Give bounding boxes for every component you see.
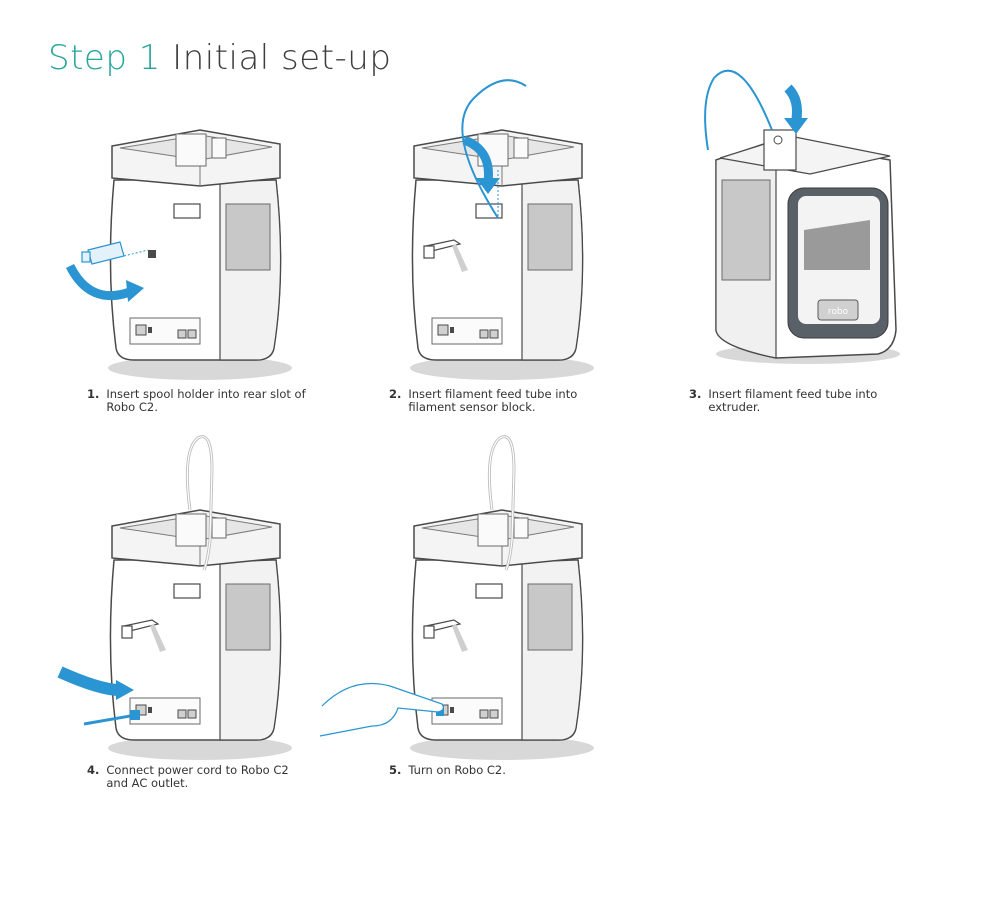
step-number-label: 1. [87, 387, 100, 401]
step-title: Initial set-up [172, 38, 392, 78]
step-5-caption: 5. Turn on Robo C2. [389, 764, 608, 777]
step-number-label: 2. [389, 387, 402, 401]
step-instruction: Turn on Robo C2. [408, 763, 506, 777]
step-instruction: Insert spool holder into rear slot of Ro… [106, 387, 306, 414]
step-5-illustration [319, 435, 602, 761]
step-1-caption: 1. Insert spool holder into rear slot of… [87, 388, 306, 414]
step-2-caption: 2. Insert filament feed tube into filame… [389, 388, 608, 414]
robo-logo: robo [828, 307, 849, 317]
step-2-illustration [402, 79, 602, 381]
step-3-illustration: robo [700, 69, 900, 370]
step-3-caption: 3. Insert filament feed tube into extrud… [689, 388, 908, 414]
step-number: Step 1 [48, 38, 161, 78]
step-number-label: 4. [87, 763, 100, 777]
step-1-illustration [65, 110, 300, 381]
step-number-label: 5. [389, 763, 402, 777]
step-4-caption: 4. Connect power cord to Robo C2 and AC … [87, 764, 306, 790]
step-number-label: 3. [689, 387, 702, 401]
page-title: Step 1 Initial set-up [48, 38, 391, 78]
step-4-illustration [57, 435, 300, 761]
step-instruction: Insert filament feed tube into filament … [408, 387, 578, 414]
step-instruction: Insert filament feed tube into extruder. [708, 387, 878, 414]
step-instruction: Connect power cord to Robo C2 and AC out… [106, 763, 289, 790]
